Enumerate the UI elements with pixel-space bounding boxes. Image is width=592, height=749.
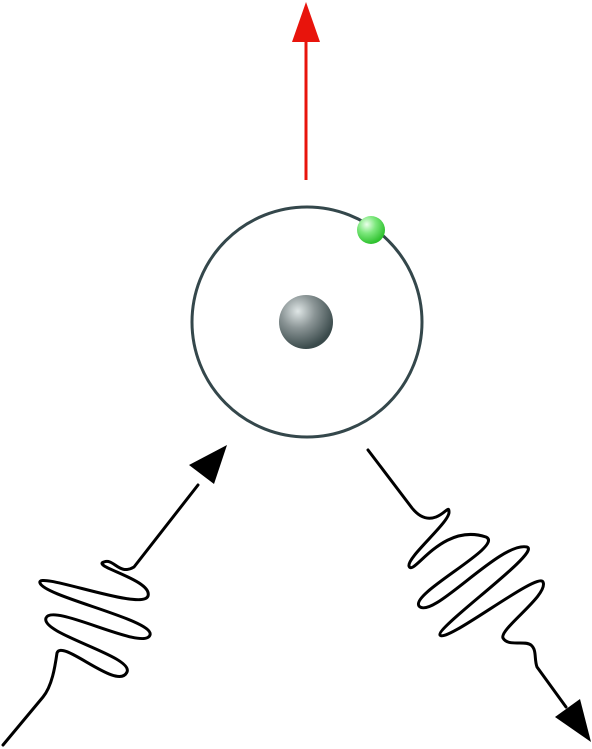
outgoing-photon-arrowhead — [555, 699, 591, 742]
incoming-photon — [1, 445, 227, 747]
outgoing-photon-wave — [366, 448, 568, 709]
outgoing-particle-arrow-head — [292, 2, 320, 42]
atom-orbit — [190, 205, 424, 439]
electron — [357, 216, 385, 244]
incoming-photon-wave — [1, 483, 200, 747]
nucleus — [279, 295, 333, 349]
incoming-photon-arrowhead — [189, 445, 227, 484]
outgoing-photon — [366, 448, 591, 742]
outgoing-particle-arrow — [292, 2, 320, 180]
atom — [190, 205, 424, 439]
